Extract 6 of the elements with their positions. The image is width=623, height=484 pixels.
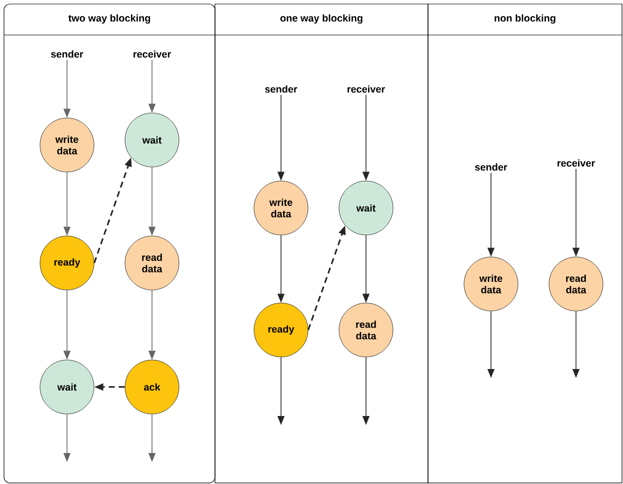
role-label: sender: [51, 50, 84, 58]
role-label: receiver: [558, 159, 595, 167]
role-label: receiver: [348, 85, 385, 93]
role-label: receiver: [134, 50, 171, 58]
role-label: sender: [475, 163, 508, 171]
role-label: sender: [265, 85, 298, 93]
